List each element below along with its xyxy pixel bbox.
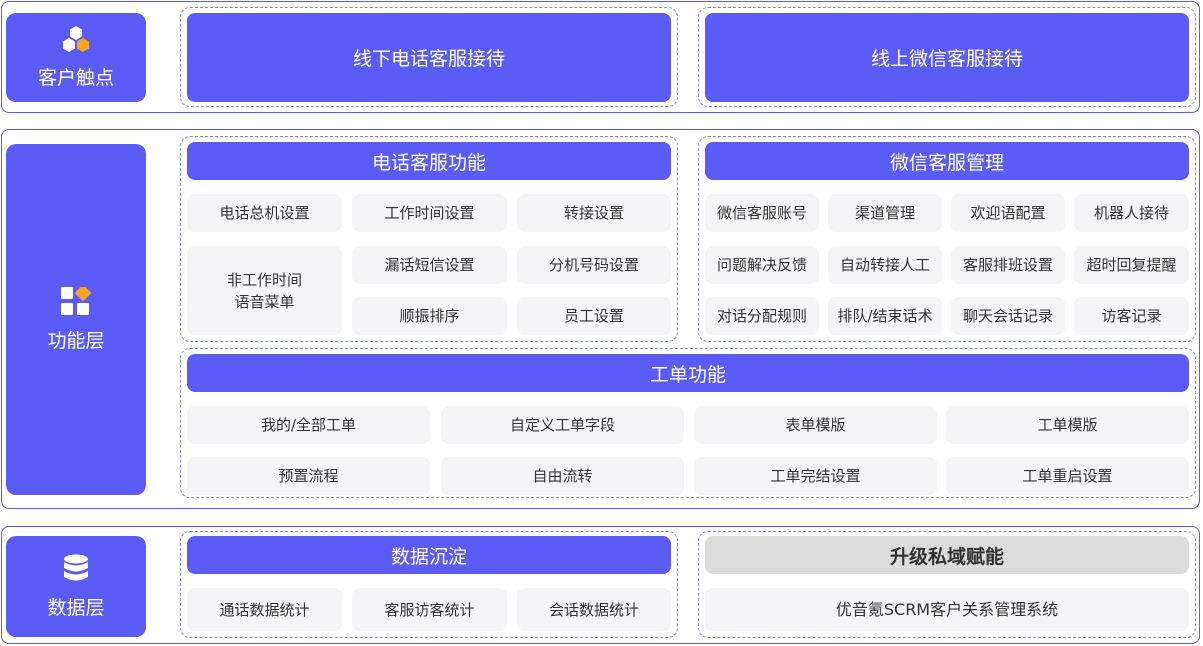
ticket-function-title: 工单功能	[187, 354, 1189, 392]
phone-item-work-hours: 工作时间设置	[352, 194, 507, 232]
phone-item-switchboard: 电话总机设置	[187, 194, 342, 232]
wechat-item: 渠道管理	[828, 194, 942, 232]
ticket-item: 工单重启设置	[946, 457, 1189, 495]
wechat-item: 自动转接人工	[828, 246, 942, 284]
wechat-item: 客服排班设置	[951, 246, 1065, 284]
ticket-function-group	[180, 348, 1196, 498]
wechat-item: 聊天会话记录	[951, 297, 1065, 335]
phone-function-group	[180, 136, 678, 342]
function-layer-label-box: 功能层	[6, 144, 146, 495]
offline-group	[180, 7, 678, 107]
wechat-item: 对话分配规则	[705, 297, 819, 335]
phone-item-transfer: 转接设置	[517, 194, 671, 232]
upgrade-title: 升级私域赋能	[705, 536, 1189, 574]
phone-function-title: 电话客服功能	[187, 142, 671, 180]
off-hours-menu-line1: 非工作时间	[226, 270, 302, 289]
ticket-item: 我的/全部工单	[187, 406, 430, 444]
data-settle-group	[180, 531, 678, 638]
ticket-item: 表单模版	[694, 406, 937, 444]
settle-item-session-stats: 会话数据统计	[517, 588, 671, 631]
wechat-function-title: 微信客服管理	[705, 142, 1189, 180]
wechat-function-group	[698, 136, 1196, 342]
off-hours-menu-line2: 语音菜单	[234, 292, 295, 311]
upgrade-group	[698, 531, 1196, 638]
ticket-item: 预置流程	[187, 457, 430, 495]
database-icon	[63, 554, 89, 587]
ticket-item: 工单模版	[946, 406, 1189, 444]
settle-item-call-stats: 通话数据统计	[187, 588, 342, 631]
wechat-item: 欢迎语配置	[951, 194, 1065, 232]
app-grid-icon	[61, 284, 91, 320]
wechat-item: 微信客服账号	[705, 194, 819, 232]
data-layer-label-box: 数据层	[6, 536, 146, 637]
hexagon-cluster-icon	[61, 25, 91, 57]
wechat-item: 超时回复提醒	[1074, 246, 1189, 284]
ticket-item: 自由流转	[441, 457, 684, 495]
wechat-item: 问题解决反馈	[705, 246, 819, 284]
ticket-item: 自定义工单字段	[441, 406, 684, 444]
wechat-item: 机器人接待	[1074, 194, 1189, 232]
data-layer-label: 数据层	[47, 596, 105, 619]
phone-item-off-hours-menu: 非工作时间 语音菜单	[187, 246, 342, 335]
wechat-item: 访客记录	[1074, 297, 1189, 335]
data-settle-title: 数据沉淀	[187, 536, 671, 574]
online-group	[698, 7, 1196, 107]
ticket-item: 工单完结设置	[694, 457, 937, 495]
phone-item-ring-order: 顺振排序	[352, 297, 507, 335]
online-wechat-reception: 线上微信客服接待	[705, 13, 1189, 102]
phone-item-missed-sms: 漏话短信设置	[352, 246, 507, 284]
offline-phone-reception: 线下电话客服接待	[187, 13, 671, 102]
function-layer-label: 功能层	[47, 329, 105, 352]
phone-item-staff: 员工设置	[517, 297, 671, 335]
settle-item-visitor-stats: 客服访客统计	[352, 588, 507, 631]
phone-item-extension: 分机号码设置	[517, 246, 671, 284]
touch-layer-label: 客户触点	[37, 66, 114, 89]
scrm-system: 优音氪SCRM客户关系管理系统	[705, 588, 1189, 631]
touch-layer-label-box: 客户触点	[6, 13, 146, 102]
wechat-item: 排队/结束话术	[828, 297, 942, 335]
